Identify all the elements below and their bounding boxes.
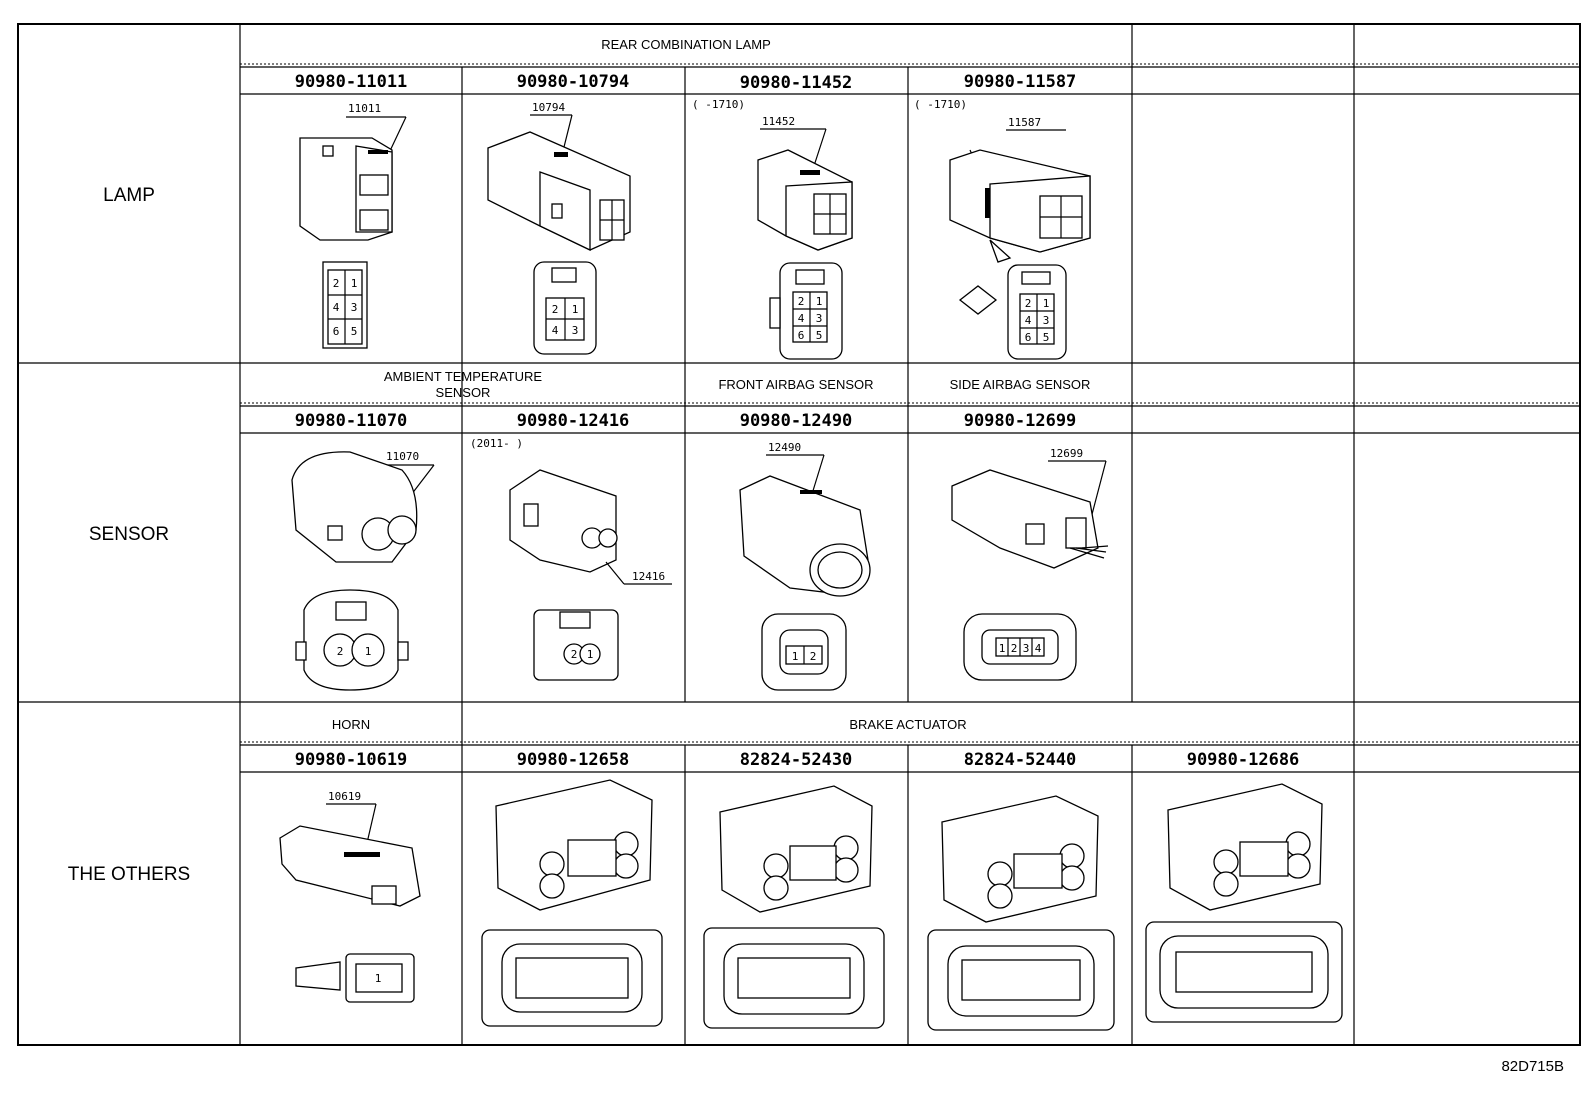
svg-text:1: 1 xyxy=(587,648,594,661)
svg-text:2: 2 xyxy=(1025,297,1032,310)
svg-text:5: 5 xyxy=(351,325,358,338)
svg-text:5: 5 xyxy=(1043,331,1050,344)
callout-label: 10619 xyxy=(328,790,361,803)
pinout-11070: 2 1 xyxy=(295,589,409,691)
group-label-front-airbag-sensor: FRONT AIRBAG SENSOR xyxy=(718,377,873,392)
part-number: 90980-12416 xyxy=(517,411,630,431)
group-label-horn: HORN xyxy=(332,717,370,732)
group-label-sensor: SENSOR xyxy=(436,385,491,400)
svg-text:1: 1 xyxy=(792,650,799,663)
part-number: 90980-10619 xyxy=(295,750,408,770)
part-number: 90980-11452 xyxy=(740,73,853,93)
part-number: 90980-11070 xyxy=(295,411,408,431)
date-range-note: ( -1710) xyxy=(692,98,745,111)
svg-text:6: 6 xyxy=(798,329,805,342)
pinout-12658 xyxy=(481,929,663,1027)
pinout-11587: 2 1 4 3 6 5 xyxy=(958,264,1067,360)
date-range-note: ( -1710) xyxy=(914,98,967,111)
group-label-rear-combination-lamp: REAR COMBINATION LAMP xyxy=(601,37,771,52)
part-number: 90980-12658 xyxy=(517,750,630,770)
date-range-note: (2011- ) xyxy=(470,437,523,450)
connector-drawing-12416: 12416 xyxy=(509,469,672,585)
callout-label: 11070 xyxy=(386,450,419,463)
connector-drawing-12658 xyxy=(495,779,653,911)
connector-drawing-12490: 12490 xyxy=(739,441,871,597)
pinout-12686 xyxy=(1145,921,1343,1023)
svg-text:1: 1 xyxy=(1043,297,1050,310)
pinout-12490: 1 2 xyxy=(761,613,847,691)
part-number: 82824-52430 xyxy=(740,750,853,770)
pinout-12699: 1 2 3 4 xyxy=(963,613,1077,681)
svg-text:3: 3 xyxy=(572,324,579,337)
svg-text:2: 2 xyxy=(810,650,817,663)
svg-text:4: 4 xyxy=(798,312,805,325)
svg-text:3: 3 xyxy=(1043,314,1050,327)
part-number: 90980-12686 xyxy=(1187,750,1300,770)
svg-text:2: 2 xyxy=(552,303,559,316)
connector-drawing-12686 xyxy=(1167,783,1323,911)
svg-text:1: 1 xyxy=(999,642,1006,655)
svg-text:1: 1 xyxy=(365,645,372,658)
row-label-the-others: THE OTHERS xyxy=(68,864,190,885)
svg-text:1: 1 xyxy=(351,277,358,290)
callout-label: 12490 xyxy=(768,441,801,454)
svg-text:4: 4 xyxy=(333,301,340,314)
part-number: 90980-12490 xyxy=(740,411,853,431)
connector-drawing-10794: 10794 xyxy=(487,101,631,252)
connector-drawing-10619: 10619 xyxy=(279,790,421,907)
svg-text:3: 3 xyxy=(1023,642,1030,655)
pinout-10794: 2 1 4 3 xyxy=(533,261,597,355)
callout-label: 11452 xyxy=(762,115,795,128)
part-number: 90980-11011 xyxy=(295,72,408,92)
svg-text:1: 1 xyxy=(572,303,579,316)
group-label-brake-actuator: BRAKE ACTUATOR xyxy=(849,717,966,732)
pinout-10619: 1 xyxy=(295,953,415,1003)
group-label-side-airbag-sensor: SIDE AIRBAG SENSOR xyxy=(950,377,1091,392)
connector-drawing-52440 xyxy=(941,795,1099,923)
pinout-12416: 2 1 xyxy=(533,609,619,681)
connector-drawing-52430 xyxy=(719,785,873,913)
svg-text:6: 6 xyxy=(1025,331,1032,344)
svg-text:4: 4 xyxy=(1035,642,1042,655)
part-number: 90980-11587 xyxy=(964,72,1077,92)
part-number: 82824-52440 xyxy=(964,750,1077,770)
part-number: 90980-10794 xyxy=(517,72,630,92)
pinout-11452: 2 1 4 3 6 5 xyxy=(769,262,843,360)
svg-text:1: 1 xyxy=(375,972,382,985)
svg-text:4: 4 xyxy=(1025,314,1032,327)
svg-text:1: 1 xyxy=(816,295,823,308)
reference-code: 82D715B xyxy=(1501,1058,1564,1075)
svg-text:3: 3 xyxy=(351,301,358,314)
svg-text:2: 2 xyxy=(337,645,344,658)
pinout-11011: 2 1 4 3 6 5 xyxy=(322,261,368,349)
connector-drawing-11070: 11070 xyxy=(291,450,435,563)
callout-label: 11011 xyxy=(348,102,381,115)
svg-text:2: 2 xyxy=(798,295,805,308)
callout-label: 10794 xyxy=(532,101,565,114)
svg-text:6: 6 xyxy=(333,325,340,338)
table-grid xyxy=(17,23,1581,1046)
pinout-52440 xyxy=(927,929,1115,1031)
part-number: 90980-12699 xyxy=(964,411,1077,431)
callout-label: 12416 xyxy=(632,570,665,583)
svg-text:2: 2 xyxy=(1011,642,1018,655)
row-label-lamp: LAMP xyxy=(103,185,155,206)
row-label-sensor: SENSOR xyxy=(89,524,169,545)
svg-text:3: 3 xyxy=(816,312,823,325)
connector-drawing-11011: 11011 xyxy=(299,102,407,241)
callout-label: 11587 xyxy=(1008,116,1041,129)
connector-drawing-12699: 12699 xyxy=(951,447,1109,569)
svg-text:4: 4 xyxy=(552,324,559,337)
group-label-ambient-temperature: AMBIENT TEMPERATURE xyxy=(384,369,543,384)
connector-drawing-11587: 11587 xyxy=(949,116,1091,263)
svg-text:2: 2 xyxy=(571,648,578,661)
svg-text:2: 2 xyxy=(333,277,340,290)
pinout-52430 xyxy=(703,927,885,1029)
callout-label: 12699 xyxy=(1050,447,1083,460)
svg-text:5: 5 xyxy=(816,329,823,342)
connector-drawing-11452: 11452 xyxy=(757,115,853,251)
